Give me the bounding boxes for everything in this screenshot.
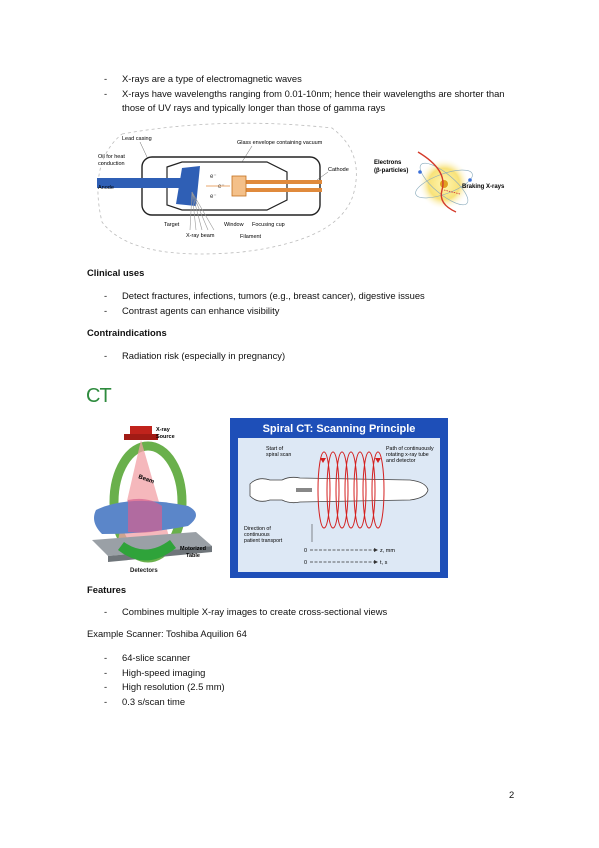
glass-envelope-label: Glass envelope containing vacuum [237, 140, 323, 146]
oil-label: Oil for heat [98, 154, 125, 160]
list-item: X-rays are a type of electromagnetic wav… [104, 72, 524, 87]
t-axis-label: t, s [380, 560, 388, 566]
filament-label: Filament [240, 234, 262, 240]
start-label: spiral scan [266, 452, 291, 458]
spiral-ct-diagram: Spiral CT: Scanning Principle Start of s… [230, 418, 448, 578]
anode-label: Anode [98, 185, 114, 191]
list-item: Detect fractures, infections, tumors (e.… [104, 289, 425, 304]
electron-label: e⁻ [210, 194, 217, 200]
direction-label: continuous [244, 532, 270, 538]
start-label: Start of [266, 446, 284, 452]
braking-radiation-diagram: Electrons (β-particles) Braking X-rays [374, 151, 505, 213]
xray-beam-label: X-ray beam [186, 233, 215, 239]
contraindications-list: Radiation risk (especially in pregnancy) [104, 349, 285, 364]
features-heading: Features [87, 584, 127, 595]
path-label: rotating x-ray tube [386, 452, 429, 458]
braking-xrays-label: Braking X-rays [462, 184, 505, 190]
ct-scanner-diagram: X-ray Source Beam Motorized Table Detect… [92, 426, 212, 574]
clinical-uses-heading: Clinical uses [87, 267, 145, 278]
oil-label: conduction [98, 161, 125, 167]
clinical-uses-list: Detect fractures, infections, tumors (e.… [104, 289, 425, 318]
target-label: Target [164, 222, 180, 228]
list-item: X-rays have wavelengths ranging from 0.0… [104, 87, 524, 116]
spiral-ct-title: Spiral CT: Scanning Principle [263, 423, 416, 435]
motorized-table-label: Motorized [180, 546, 206, 552]
beta-label: (β-particles) [374, 168, 408, 174]
xray-tube-diagram: e⁻ e⁻ e⁻ Lead casing Glass envelope cont… [97, 122, 357, 255]
contraindications-heading: Contraindications [87, 327, 167, 338]
path-label: Path of continuously [386, 446, 434, 452]
list-item: Contrast agents can enhance visibility [104, 304, 425, 319]
electron-label: e⁻ [218, 184, 225, 190]
xray-bullet-list: X-rays are a type of electromagnetic wav… [104, 72, 524, 116]
direction-label: Direction of [244, 526, 271, 532]
motorized-table-label: Table [186, 553, 200, 559]
list-item: 0.3 s/scan time [104, 695, 225, 710]
xray-source-label: X-ray [156, 427, 171, 433]
electrons-label: Electrons [374, 160, 402, 166]
list-item: High-speed imaging [104, 666, 225, 681]
electron-label: e⁻ [210, 174, 217, 180]
beam-label: Beam [137, 474, 154, 485]
ct-section-title: CT [86, 385, 112, 407]
page-number: 2 [509, 789, 515, 800]
window-label: Window [224, 222, 244, 228]
detectors-label: Detectors [130, 568, 158, 574]
cathode-label: Cathode [328, 167, 349, 173]
list-item: Radiation risk (especially in pregnancy) [104, 349, 285, 364]
xray-source-label: Source [156, 434, 175, 440]
axis-zero-label: 0 [304, 548, 307, 554]
z-axis-label: z, mm [380, 548, 395, 554]
path-label: and detector [386, 458, 416, 464]
focusing-cup-label: Focusing cup [252, 222, 285, 228]
lead-casing-label: Lead casing [122, 136, 152, 142]
list-item: Combines multiple X-ray images to create… [104, 605, 387, 620]
example-scanner-list: 64-slice scanner High-speed imaging High… [104, 651, 225, 709]
axis-zero-label: 0 [304, 560, 307, 566]
features-list: Combines multiple X-ray images to create… [104, 605, 387, 620]
direction-label: patient transport [244, 538, 283, 544]
list-item: 64-slice scanner [104, 651, 225, 666]
example-scanner-text: Example Scanner: Toshiba Aquilion 64 [87, 628, 247, 639]
list-item: High resolution (2.5 mm) [104, 680, 225, 695]
